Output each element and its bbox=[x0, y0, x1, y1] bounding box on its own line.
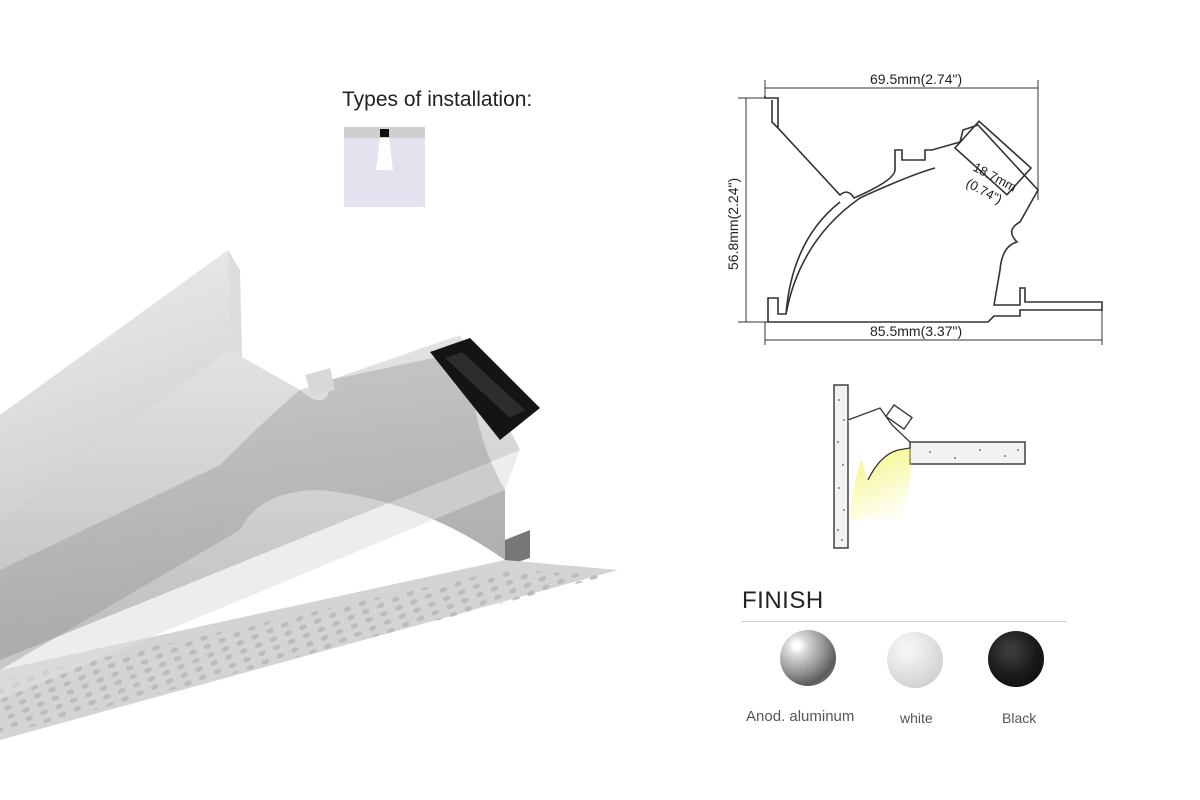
height-label: 56.8mm(2.24") bbox=[725, 178, 741, 270]
bottom-width-label: 85.5mm(3.37") bbox=[870, 323, 962, 339]
swatch-white[interactable] bbox=[887, 632, 943, 688]
finish-label-black: Black bbox=[1002, 710, 1037, 726]
finish-label-aluminum: Anod. aluminum bbox=[746, 708, 855, 725]
finish-label-white: white bbox=[900, 710, 933, 726]
installation-title: Types of installation: bbox=[342, 88, 533, 111]
finish-divider bbox=[742, 621, 1066, 622]
recessed-install-icon bbox=[344, 127, 425, 207]
profile-dimension-drawing: 69.5mm(2.74") 85.5mm(3.37") 56.8mm(2.24"… bbox=[725, 71, 1103, 345]
led-profile-render bbox=[0, 250, 618, 740]
installation-diagram bbox=[833, 384, 1026, 549]
top-width-label: 69.5mm(2.74") bbox=[870, 71, 962, 87]
swatch-black[interactable] bbox=[988, 631, 1044, 687]
finish-title: FINISH bbox=[742, 587, 824, 614]
swatch-anodized-aluminum[interactable] bbox=[780, 630, 836, 686]
